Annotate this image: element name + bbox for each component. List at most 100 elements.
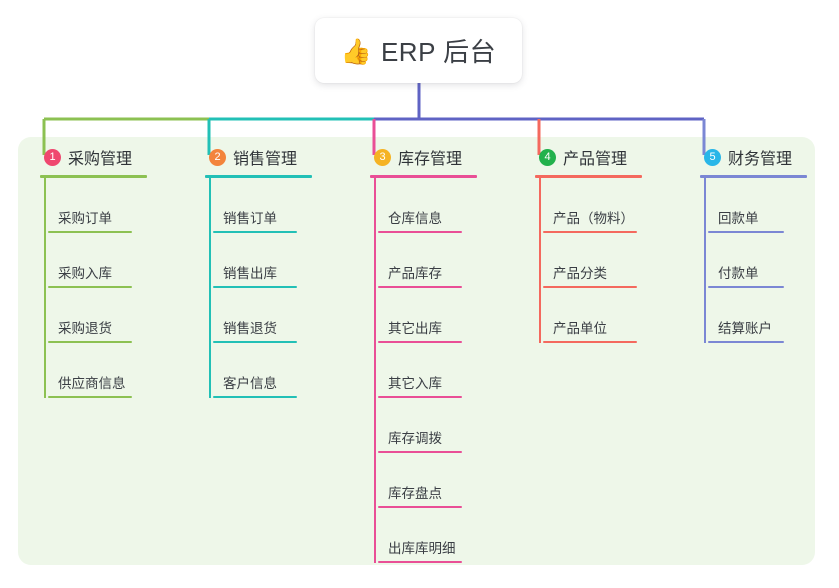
leaf-item-label: 产品单位 [553, 321, 607, 336]
leaf-item-label: 客户信息 [223, 376, 277, 391]
leaf-item-underline [378, 396, 462, 398]
leaf-item-label: 销售出库 [223, 266, 277, 281]
branch-items-4: 产品（物料） 产品分类产品单位 [535, 178, 642, 343]
branch-column-1: 1 采购管理采购订单采购入库采购退货供应商信息 [40, 146, 147, 398]
branch-spine-3 [374, 178, 376, 563]
leaf-item-label: 销售订单 [223, 211, 277, 226]
leaf-item[interactable]: 产品（物料） [539, 178, 642, 233]
leaf-item-underline [213, 396, 297, 398]
leaf-item-label: 产品库存 [388, 266, 442, 281]
branch-items-3: 仓库信息产品库存其它出库其它入库库存调拨库存盘点出库库明细 [370, 178, 477, 563]
leaf-item-label: 销售退货 [223, 321, 277, 336]
leaf-item-label: 其它入库 [388, 376, 442, 391]
leaf-item-label: 产品（物料） [553, 211, 634, 226]
leaf-item-underline [543, 231, 637, 233]
leaf-item[interactable]: 采购入库 [44, 233, 147, 288]
branch-items-2: 销售订单销售出库销售退货客户信息 [205, 178, 312, 398]
leaf-item-underline [213, 231, 297, 233]
leaf-item-underline [708, 286, 784, 288]
branch-underline-5 [700, 175, 807, 178]
root-title: ERP 后台 [380, 37, 497, 67]
branch-title-3: 库存管理 [398, 151, 463, 168]
leaf-item-label: 回款单 [718, 211, 759, 226]
leaf-item-label: 产品分类 [553, 266, 607, 281]
leaf-item-label: 库存盘点 [388, 486, 442, 501]
leaf-item[interactable]: 采购订单 [44, 178, 147, 233]
leaf-item-label: 采购订单 [58, 211, 112, 226]
leaf-item-underline [378, 506, 462, 508]
leaf-item-label: 付款单 [718, 266, 759, 281]
branch-column-4: 4 产品管理产品（物料） 产品分类产品单位 [535, 146, 642, 343]
leaf-item[interactable]: 客户信息 [209, 343, 312, 398]
leaf-item[interactable]: 仓库信息 [374, 178, 477, 233]
leaf-item-underline [708, 231, 784, 233]
branch-spine-4 [539, 178, 541, 343]
leaf-item-underline [48, 231, 132, 233]
leaf-item-label: 库存调拨 [388, 431, 442, 446]
branch-header-4[interactable]: 4 产品管理 [535, 146, 642, 168]
leaf-item-underline [543, 341, 637, 343]
leaf-item-underline [213, 286, 297, 288]
branch-underline-3 [370, 175, 477, 178]
leaf-item-underline [708, 341, 784, 343]
leaf-item[interactable]: 库存盘点 [374, 453, 477, 508]
leaf-item[interactable]: 销售订单 [209, 178, 312, 233]
leaf-item-label: 仓库信息 [388, 211, 442, 226]
leaf-item-label: 采购退货 [58, 321, 112, 336]
branch-items-5: 回款单付款单结算账户 [700, 178, 807, 343]
branch-spine-2 [209, 178, 211, 398]
branch-title-2: 销售管理 [233, 151, 298, 168]
branch-underline-1 [40, 175, 147, 178]
branch-title-4: 产品管理 [563, 151, 628, 168]
branches-panel [18, 137, 815, 565]
leaf-item[interactable]: 结算账户 [704, 288, 807, 343]
thumbs-up-icon: 👍 [340, 37, 372, 66]
branch-items-1: 采购订单采购入库采购退货供应商信息 [40, 178, 147, 398]
leaf-item[interactable]: 其它出库 [374, 288, 477, 343]
leaf-item-label: 出库库明细 [388, 541, 456, 556]
leaf-item[interactable]: 销售退货 [209, 288, 312, 343]
leaf-item-underline [48, 286, 132, 288]
leaf-item-underline [543, 286, 637, 288]
branch-header-1[interactable]: 1 采购管理 [40, 146, 147, 168]
leaf-item[interactable]: 出库库明细 [374, 508, 477, 563]
leaf-item-underline [378, 231, 462, 233]
branch-underline-2 [205, 175, 312, 178]
leaf-item[interactable]: 库存调拨 [374, 398, 477, 453]
leaf-item-label: 结算账户 [718, 321, 772, 336]
branch-underline-4 [535, 175, 642, 178]
branch-column-3: 3 库存管理仓库信息产品库存其它出库其它入库库存调拨库存盘点出库库明细 [370, 146, 477, 563]
branch-header-3[interactable]: 3 库存管理 [370, 146, 477, 168]
branch-header-2[interactable]: 2 销售管理 [205, 146, 312, 168]
leaf-item[interactable]: 回款单 [704, 178, 807, 233]
leaf-item[interactable]: 销售出库 [209, 233, 312, 288]
leaf-item[interactable]: 付款单 [704, 233, 807, 288]
leaf-item-label: 采购入库 [58, 266, 112, 281]
leaf-item[interactable]: 采购退货 [44, 288, 147, 343]
branch-column-2: 2 销售管理销售订单销售出库销售退货客户信息 [205, 146, 312, 398]
leaf-item[interactable]: 产品分类 [539, 233, 642, 288]
branch-spine-1 [44, 178, 46, 398]
leaf-item-underline [378, 286, 462, 288]
branch-badge-4: 4 [539, 148, 556, 166]
leaf-item[interactable]: 产品单位 [539, 288, 642, 343]
leaf-item-underline [213, 341, 297, 343]
leaf-item[interactable]: 产品库存 [374, 233, 477, 288]
leaf-item-underline [378, 561, 462, 563]
leaf-item[interactable]: 供应商信息 [44, 343, 147, 398]
leaf-item-label: 其它出库 [388, 321, 442, 336]
leaf-item-label: 供应商信息 [58, 376, 126, 391]
branch-badge-2: 2 [209, 148, 226, 166]
root-node[interactable]: 👍 ERP 后台 [315, 18, 522, 83]
leaf-item-underline [48, 396, 132, 398]
leaf-item-underline [378, 341, 462, 343]
branch-badge-5: 5 [704, 148, 721, 166]
branch-badge-1: 1 [44, 148, 61, 166]
branch-badge-3: 3 [374, 148, 391, 166]
leaf-item[interactable]: 其它入库 [374, 343, 477, 398]
branch-title-1: 采购管理 [68, 151, 133, 168]
